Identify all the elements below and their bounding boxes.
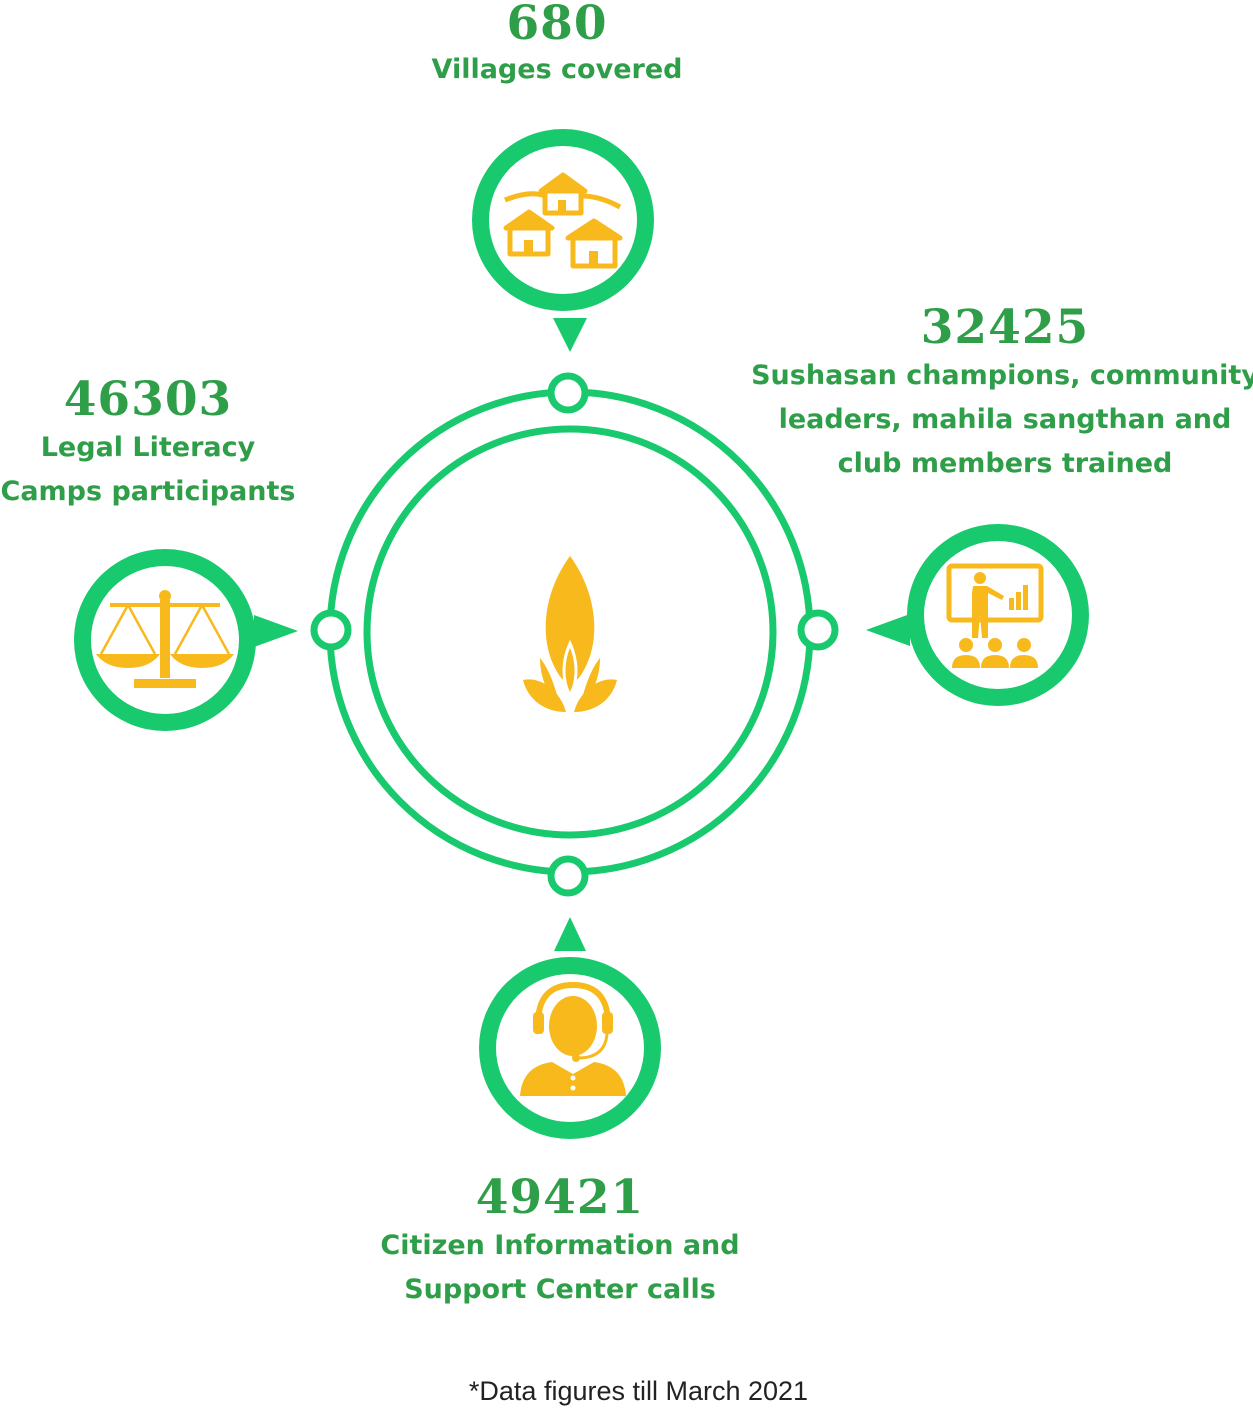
stat-calls: 49421 Citizen Information and Support Ce…	[330, 1172, 790, 1312]
village-huts-icon	[503, 172, 623, 269]
ring-nodes	[310, 372, 839, 897]
training-pin	[866, 524, 1089, 706]
inner-ring	[363, 425, 777, 839]
support-agent-headset-icon	[520, 981, 626, 1096]
data-footnote: *Data figures till March 2021	[468, 1376, 809, 1406]
villages-label: Villages covered	[431, 54, 683, 85]
calls-pin	[479, 917, 661, 1139]
flame-logo-icon	[523, 556, 617, 712]
calls-value: 49421	[475, 1170, 645, 1225]
legal-pin	[74, 549, 298, 731]
node-bottom	[547, 855, 589, 897]
legal-label: Legal Literacy Camps participants	[0, 432, 296, 507]
legal-value: 46303	[63, 372, 233, 427]
stat-champions: 32425 Sushasan champions, community lead…	[745, 302, 1253, 486]
champions-value: 32425	[920, 300, 1090, 355]
node-left	[310, 609, 352, 651]
villages-value: 680	[506, 0, 608, 51]
node-right	[797, 609, 839, 651]
villages-pin	[472, 129, 654, 352]
champions-label: Sushasan champions, community leaders, m…	[751, 360, 1253, 479]
stat-legal: 46303 Legal Literacy Camps participants	[0, 374, 316, 514]
training-presentation-icon	[946, 563, 1044, 668]
scales-of-justice-icon	[96, 590, 234, 688]
calls-label: Citizen Information and Support Center c…	[380, 1230, 740, 1305]
stat-villages: 680 Villages covered	[357, 0, 757, 90]
node-top	[547, 372, 589, 414]
